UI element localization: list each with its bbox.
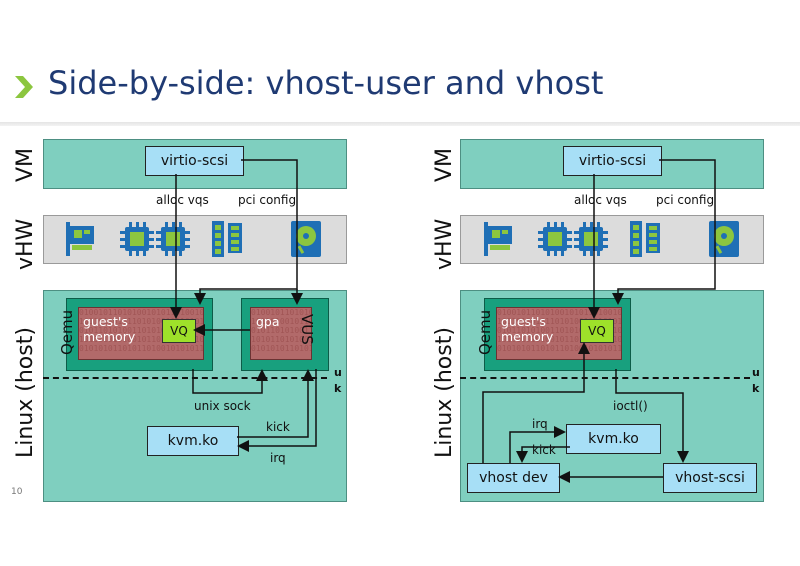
gpa-memory-box: 0100101101010010 1011010010110101 010110… bbox=[250, 307, 312, 360]
qemu-label: Qemu bbox=[476, 309, 494, 355]
virtio-scsi-box: virtio-scsi bbox=[563, 146, 662, 176]
title-divider bbox=[0, 122, 800, 126]
user-space-marker: u bbox=[334, 366, 342, 379]
kernel-space-marker: k bbox=[334, 382, 342, 395]
hard-disk-icon bbox=[709, 221, 739, 257]
alloc-vqs-label: alloc vqs bbox=[574, 193, 627, 207]
user-kernel-boundary bbox=[43, 377, 327, 379]
pci-config-label: pci config bbox=[238, 193, 297, 207]
guest-memory-box: 0100101101010010101101001011010100 10110… bbox=[78, 307, 204, 360]
kernel-space-marker: k bbox=[752, 382, 760, 395]
linux-host-label: Linux (host) bbox=[13, 327, 38, 458]
page-number: 10 bbox=[11, 487, 23, 497]
pci-config-label: pci config bbox=[656, 193, 715, 207]
vhw-label: vHW bbox=[432, 218, 457, 270]
memory-bits-pattern: 0100101101010010101101001011010100 10110… bbox=[79, 308, 204, 353]
kick-label: kick bbox=[266, 420, 290, 434]
cpu-icon bbox=[538, 222, 572, 256]
hard-disk-icon bbox=[291, 221, 321, 257]
vus-label: VUS bbox=[298, 314, 316, 345]
vhost-scsi-box: vhost-scsi bbox=[663, 463, 757, 493]
memory-module-icon bbox=[630, 221, 660, 257]
irq-label: irq bbox=[270, 451, 286, 465]
cpu-icon bbox=[574, 222, 608, 256]
cpu-icon bbox=[156, 222, 190, 256]
ioctl-label: ioctl() bbox=[613, 399, 648, 413]
virtio-scsi-box: virtio-scsi bbox=[145, 146, 244, 176]
kvm-ko-box: kvm.ko bbox=[147, 426, 239, 456]
user-space-marker: u bbox=[752, 366, 760, 379]
gpa-label: gpa bbox=[256, 314, 280, 329]
qemu-label: Qemu bbox=[58, 309, 76, 355]
guest-memory-label-2: memory bbox=[83, 329, 136, 344]
vq-box: VQ bbox=[580, 319, 614, 343]
guest-memory-label-2: memory bbox=[501, 329, 554, 344]
linux-host-label: Linux (host) bbox=[432, 327, 457, 458]
page-title: Side-by-side: vhost-user and vhost bbox=[48, 64, 604, 102]
guest-memory-label-1: guest's bbox=[83, 314, 128, 329]
kvm-ko-box: kvm.ko bbox=[566, 424, 661, 454]
network-card-icon bbox=[66, 222, 94, 256]
network-card-icon bbox=[484, 222, 512, 256]
unix-sock-label: unix sock bbox=[194, 399, 251, 413]
cpu-icon bbox=[120, 222, 154, 256]
vhost-dev-box: vhost dev bbox=[467, 463, 560, 493]
memory-module-icon bbox=[212, 221, 242, 257]
alloc-vqs-label: alloc vqs bbox=[156, 193, 209, 207]
vhw-label: vHW bbox=[13, 218, 38, 270]
vq-box: VQ bbox=[162, 319, 196, 343]
vm-label: VM bbox=[432, 147, 457, 182]
kick-label: kick bbox=[532, 443, 556, 457]
irq-label: irq bbox=[532, 417, 548, 431]
chevron-right-icon bbox=[15, 76, 33, 98]
user-kernel-boundary bbox=[460, 377, 750, 379]
gpa-bits-pattern: 0100101101010010 1011010010110101 010110… bbox=[251, 308, 311, 353]
guest-memory-label-1: guest's bbox=[501, 314, 546, 329]
vm-label: VM bbox=[13, 147, 38, 182]
